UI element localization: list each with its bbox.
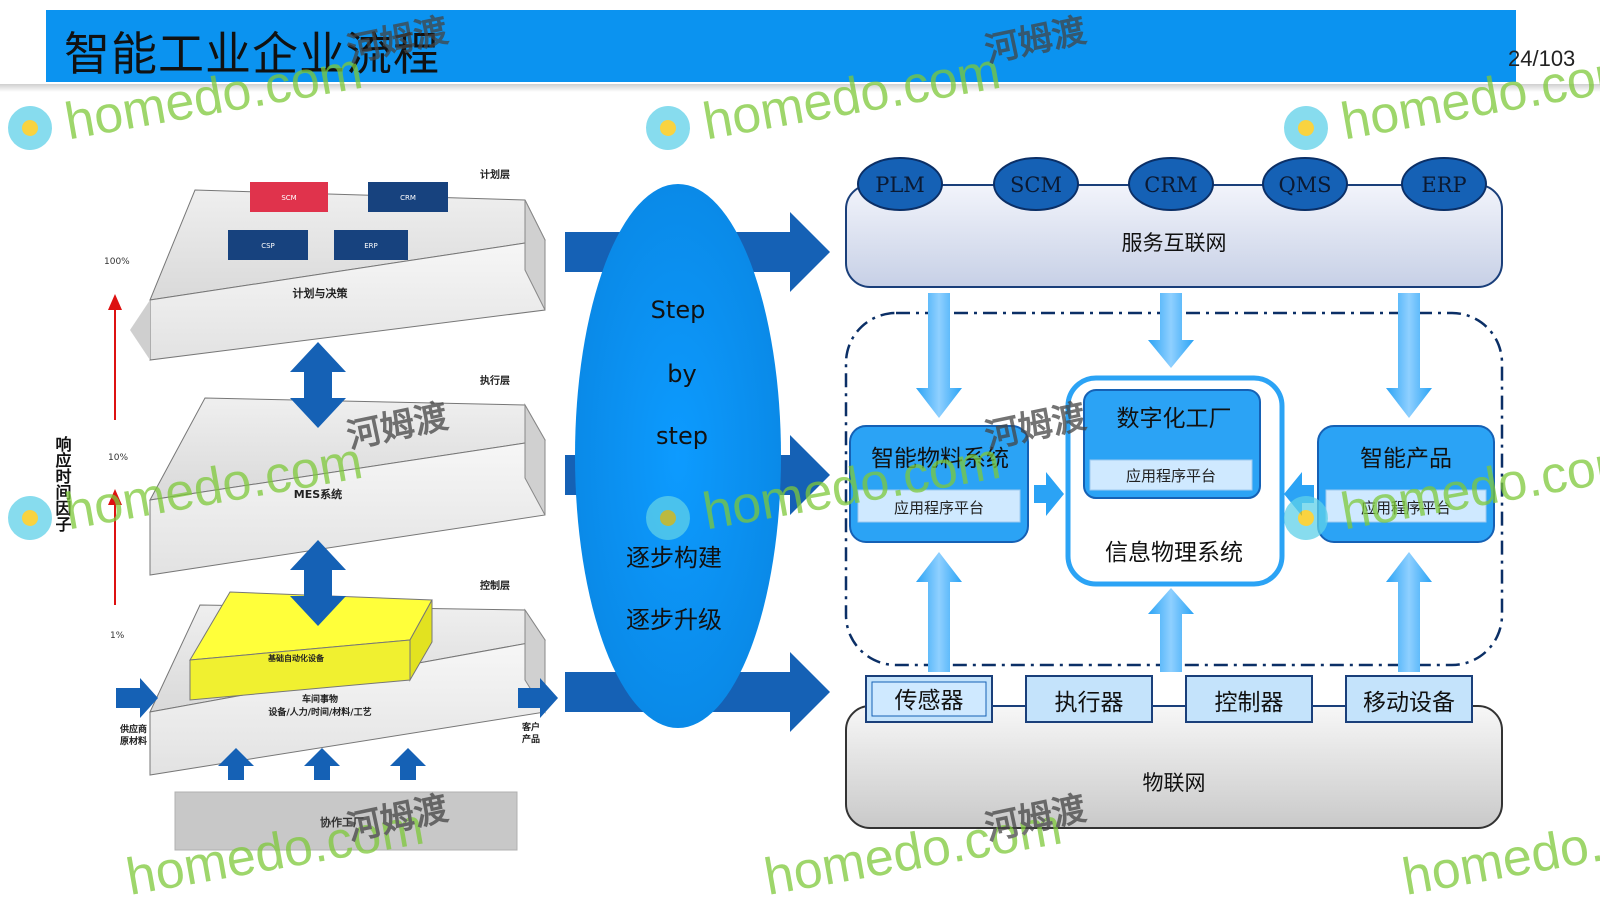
up-arrow-1 [218, 748, 254, 780]
coop-factory-bar [174, 791, 518, 851]
oval-step: Step [651, 296, 706, 324]
oval-by: by [667, 360, 696, 388]
device-sensor-label: 传感器 [895, 688, 964, 714]
output-label-2: 产品 [522, 733, 540, 745]
product-platform-box [1325, 489, 1487, 523]
service-crm: CRM [1144, 173, 1197, 197]
pct-10: 10% [108, 453, 128, 463]
title-bar [46, 10, 1516, 82]
up-arrow-2 [304, 748, 340, 780]
watermark-1-brand: homedo.com [61, 42, 367, 151]
layer-execution-tag: 执行层 [480, 374, 510, 387]
service-qms: QMS [1278, 173, 1331, 197]
vertical-factor-label: 响应时间因子 [53, 435, 72, 533]
layer-execution-name: MES系统 [294, 487, 342, 501]
device-actuator: 执行器 [1025, 675, 1153, 723]
up-arrow-product [1386, 552, 1432, 672]
service-plm: PLM [875, 173, 925, 197]
arrow-material-to-cps [1034, 472, 1064, 516]
up-arrow-material [916, 552, 962, 672]
up-arrow-3 [390, 748, 426, 780]
layer-planning-name: 计划与决策 [293, 286, 349, 300]
service-erp: ERP [1421, 173, 1466, 197]
automation-label: 基础自动化设备 [267, 653, 325, 663]
device-controller: 控制器 [1185, 675, 1313, 723]
device-mobile-label: 移动设备 [1363, 690, 1455, 716]
input-label-1: 供应商 [119, 723, 147, 735]
box-crm-label: CRM [400, 194, 416, 202]
watermark-3: homedo.com [1284, 42, 1600, 151]
box-csp [228, 230, 308, 260]
box-scm-label: SCM [281, 194, 296, 202]
device-mobile: 移动设备 [1345, 675, 1473, 723]
oval-upgrade: 逐步升级 [626, 606, 722, 634]
arrow-execution-control [290, 540, 346, 626]
input-arrow [116, 678, 158, 718]
box-crm [368, 182, 448, 212]
layer-control-name: 车间事物 [302, 693, 338, 705]
red-arrow-lower-head [108, 489, 122, 505]
output-arrow [518, 678, 558, 718]
input-label-2: 原材料 [120, 735, 147, 747]
pct-100: 100% [104, 257, 130, 267]
page-number: 24/103 [1508, 46, 1576, 71]
box-erp-label: ERP [364, 242, 378, 250]
service-internet-label: 服务互联网 [1122, 231, 1227, 255]
service-pill-scm: SCM [993, 157, 1079, 211]
material-platform-box [857, 489, 1021, 523]
cps-label: 信息物理系统 [1105, 540, 1243, 566]
product-label: 智能产品 [1360, 446, 1452, 472]
down-arrow-product [1386, 293, 1432, 418]
arrow-planning-execution [290, 342, 346, 428]
box-erp [334, 230, 408, 260]
iot-label: 物联网 [1143, 771, 1206, 795]
service-pill-plm: PLM [857, 157, 943, 211]
material-system-label: 智能物料系统 [871, 446, 1009, 472]
service-pill-qms: QMS [1262, 157, 1348, 211]
slab-execution [149, 397, 546, 576]
layer-planning-tag: 计划层 [480, 168, 510, 181]
watermark-2: homedo.com [646, 42, 1005, 151]
cps-dashed-frame [844, 311, 1504, 667]
up-arrow-factory [1148, 588, 1194, 672]
pct-1: 1% [110, 631, 125, 641]
factory-platform-box [1089, 459, 1253, 491]
watermark-cn-1: 河姆渡 [344, 10, 452, 70]
title-shadow [0, 84, 1600, 92]
red-arrow-upper-head [108, 294, 122, 310]
box-scm [250, 182, 328, 212]
arrow-product-to-cps [1284, 472, 1314, 516]
factory-label: 数字化工厂 [1117, 406, 1232, 432]
down-arrow-material [916, 293, 962, 418]
factory-platform-label: 应用程序平台 [1126, 467, 1216, 485]
watermark-1: homedo.com [8, 42, 367, 151]
box-csp-label: CSP [261, 242, 275, 250]
automation-box [189, 591, 433, 701]
iot-box [845, 705, 1503, 829]
material-platform-label: 应用程序平台 [894, 499, 984, 517]
product-platform-label: 应用程序平台 [1361, 499, 1451, 517]
layer-control-tag: 控制层 [480, 579, 510, 592]
resources-label: 设备/人力/时间/材料/工艺 [268, 706, 371, 718]
device-actuator-label: 执行器 [1055, 690, 1124, 716]
oval-build: 逐步构建 [626, 544, 722, 572]
service-pill-erp: ERP [1401, 157, 1487, 211]
service-pill-crm: CRM [1128, 157, 1214, 211]
down-arrow-factory [1148, 293, 1194, 368]
watermark-3-brand: homedo.com [1337, 42, 1600, 151]
step-oval [575, 184, 781, 728]
slab-planning [130, 189, 546, 361]
page-title: 智能工业企业流程 [64, 27, 440, 81]
coop-factory-label: 协作工厂 [320, 815, 364, 829]
device-controller-label: 控制器 [1215, 690, 1284, 716]
device-sensor: 传感器 [865, 675, 993, 723]
oval-step-2: step [656, 422, 708, 450]
watermark-2-brand: homedo.com [699, 42, 1005, 151]
output-label-1: 客户 [521, 721, 540, 733]
watermark-cn-2: 河姆渡 [982, 10, 1090, 70]
service-scm: SCM [1010, 173, 1062, 197]
